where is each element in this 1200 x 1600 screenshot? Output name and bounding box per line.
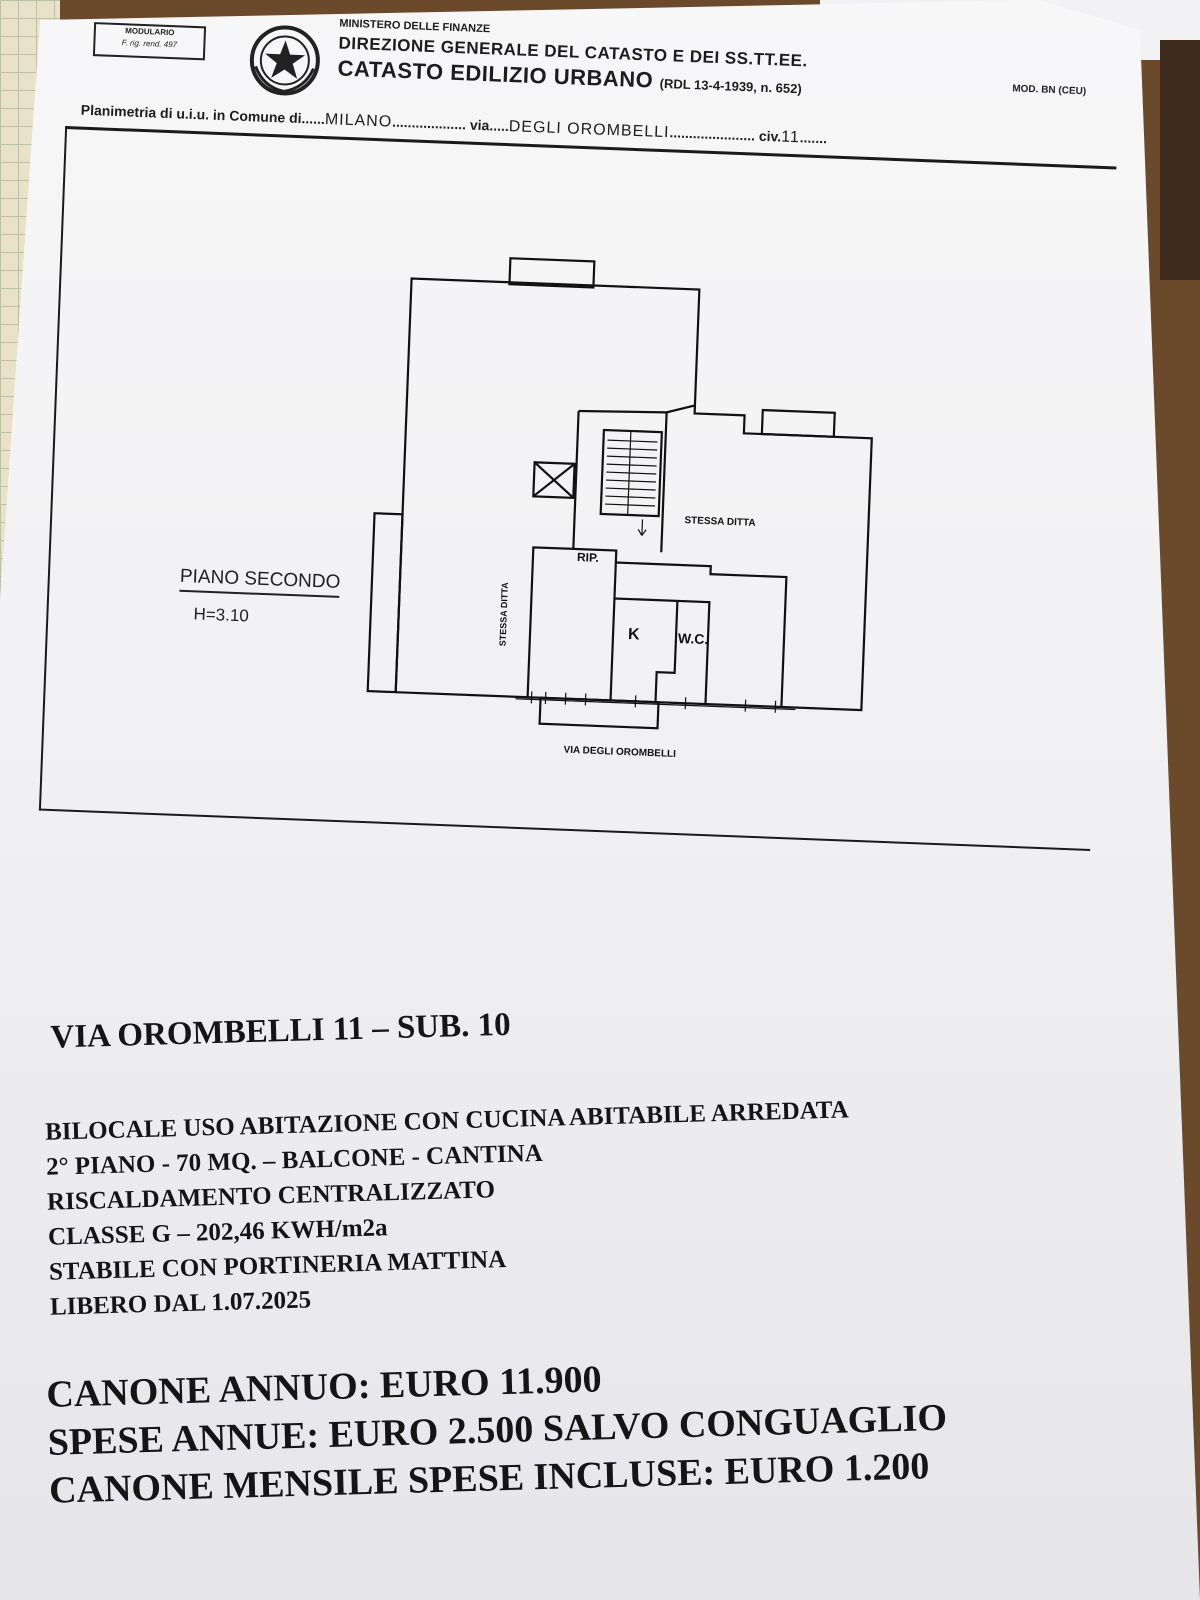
ministry-header: MINISTERO DELLE FINANZE DIREZIONE GENERA… bbox=[337, 18, 809, 100]
civico-label: civ. bbox=[758, 127, 782, 145]
listing-details: BILOCALE USO ABITAZIONE CON CUCINA ABITA… bbox=[45, 1087, 1044, 1325]
street-label: VIA DEGLI OROMBELLI bbox=[563, 745, 676, 760]
room-label-storage: RIP. bbox=[577, 550, 599, 565]
building-outline bbox=[394, 277, 873, 712]
via-label: via bbox=[469, 116, 490, 134]
listing-address: VIA OROMBELLI 11 – SUB. 10 bbox=[49, 1006, 512, 1056]
room-label-same-owner-left: STESSA DITTA bbox=[498, 582, 510, 647]
plan-prefix: Planimetria di u.i.u. in Comune di bbox=[80, 101, 302, 127]
plan-labels: STESSA DITTA STESSA DITTA RIP. K W.C. VI… bbox=[498, 515, 756, 760]
stair-well bbox=[599, 428, 664, 518]
cadastral-form: MODULARIO F. rig. rend. 497 MINISTERO DE… bbox=[7, 0, 1159, 902]
elevator-shaft bbox=[532, 461, 576, 499]
room-label-bathroom: W.C. bbox=[678, 630, 709, 647]
comune-value: MILANO bbox=[324, 111, 393, 131]
republic-emblem-icon bbox=[249, 25, 320, 96]
listing-text: VIA OROMBELLI 11 – SUB. 10 BILOCALE USO … bbox=[36, 992, 1049, 1515]
model-code: MOD. BN (CEU) bbox=[1012, 83, 1087, 98]
left-wall bbox=[526, 410, 580, 698]
room-label-kitchen: K bbox=[628, 626, 641, 643]
civico-value: 11 bbox=[780, 128, 801, 147]
balcony-top-left bbox=[508, 257, 596, 289]
room-label-same-owner-right: STESSA DITTA bbox=[684, 515, 755, 529]
modulario-stamp: MODULARIO F. rig. rend. 497 bbox=[92, 22, 207, 61]
floor-plan: STESSA DITTA STESSA DITTA RIP. K W.C. VI… bbox=[366, 257, 873, 760]
registry-reference: (RDL 13-4-1939, n. 652) bbox=[659, 75, 803, 97]
via-value: DEGLI OROMBELLI bbox=[508, 118, 670, 142]
plan-frame: PIANO SECONDO H=3.10 bbox=[38, 126, 1117, 851]
table-edge bbox=[1160, 40, 1200, 280]
balcony-top-right bbox=[760, 408, 836, 438]
listing-prices: CANONE ANNUO: EURO 11.900 SPESE ANNUE: E… bbox=[46, 1343, 1050, 1515]
